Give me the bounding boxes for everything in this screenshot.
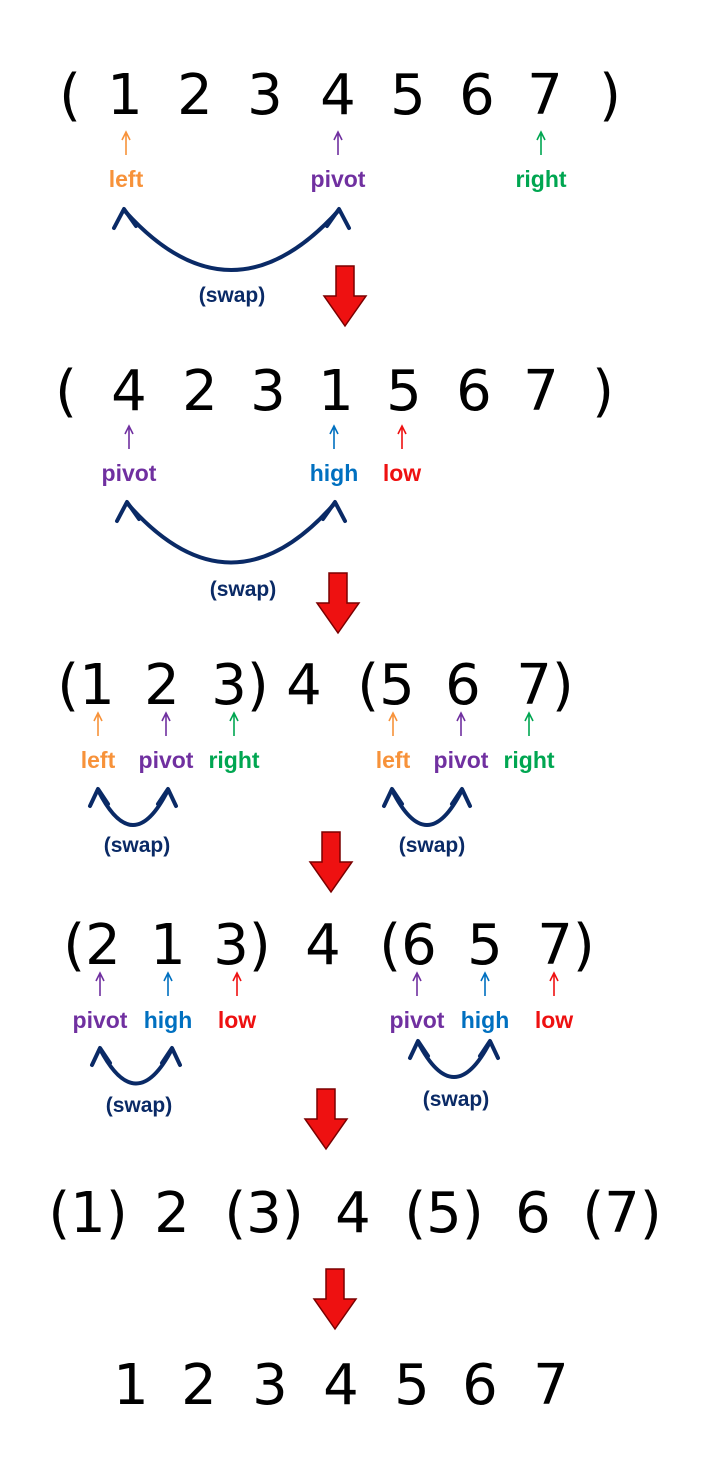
group-number: (5 [357, 653, 415, 718]
number: 5 [394, 1353, 430, 1418]
number: 7 [533, 1353, 569, 1418]
number: 5 [390, 63, 426, 128]
group-number: 7) [537, 913, 595, 978]
left-label: left [108, 166, 144, 192]
swap-curve [115, 500, 347, 565]
right-label: right [515, 166, 567, 192]
swap-label: (swap) [398, 834, 466, 857]
number: 1 [113, 1353, 149, 1418]
high-label: high [460, 1007, 510, 1033]
number: 1 [107, 63, 143, 128]
number: 3 [250, 359, 286, 424]
close-paren: ) [599, 63, 621, 128]
number: 3 [252, 1353, 288, 1418]
number: 7 [523, 359, 559, 424]
swap-label: (swap) [103, 834, 171, 857]
swap-curve [90, 1046, 182, 1086]
partition-number: (3) [224, 1181, 304, 1246]
pivot-label: pivot [138, 747, 194, 773]
swap-label: (swap) [198, 284, 266, 307]
swap-label: (swap) [422, 1088, 490, 1111]
pointer-arrow [121, 130, 131, 155]
number: 1 [318, 359, 354, 424]
group-number: 3) [211, 653, 269, 718]
number: 4 [286, 653, 322, 718]
pointer-arrow [124, 424, 134, 449]
group-number: (1 [57, 653, 115, 718]
open-paren: ( [59, 63, 81, 128]
number: 2 [154, 1181, 190, 1246]
partition-number: (7) [582, 1181, 662, 1246]
pivot-label: pivot [310, 166, 366, 192]
partition-number: (5) [404, 1181, 484, 1246]
right-label: right [503, 747, 555, 773]
high-label: high [309, 460, 359, 486]
number: 2 [182, 359, 218, 424]
pivot-label: pivot [101, 460, 157, 486]
number: 6 [515, 1181, 551, 1246]
close-paren: ) [592, 359, 614, 424]
group-number: 7) [516, 653, 574, 718]
pivot-label: pivot [72, 1007, 128, 1033]
number: 5 [386, 359, 422, 424]
left-label: left [375, 747, 411, 773]
number: 1 [150, 913, 186, 978]
number: 6 [459, 63, 495, 128]
group-number: (6 [379, 913, 437, 978]
low-label: low [534, 1007, 574, 1033]
number: 2 [144, 653, 180, 718]
number: 4 [305, 913, 341, 978]
left-label: left [80, 747, 116, 773]
low-label: low [217, 1007, 257, 1033]
group-number: (2 [63, 913, 121, 978]
pointer-arrow [329, 424, 339, 449]
swap-label: (swap) [105, 1094, 173, 1117]
down-arrow [312, 1268, 358, 1331]
number: 6 [456, 359, 492, 424]
number: 5 [467, 913, 503, 978]
number: 3 [247, 63, 283, 128]
pointer-arrow [397, 424, 407, 449]
swap-curve [112, 207, 351, 272]
group-number: 3) [213, 913, 271, 978]
high-label: high [143, 1007, 193, 1033]
number: 4 [111, 359, 147, 424]
down-arrow [322, 265, 368, 328]
number: 2 [177, 63, 213, 128]
swap-curve [382, 787, 472, 827]
swap-curve [88, 787, 178, 827]
number: 4 [320, 63, 356, 128]
swap-curve [408, 1039, 500, 1079]
number: 4 [323, 1353, 359, 1418]
pointer-arrow [536, 130, 546, 155]
number: 6 [462, 1353, 498, 1418]
number: 2 [181, 1353, 217, 1418]
pivot-label: pivot [389, 1007, 445, 1033]
pivot-label: pivot [433, 747, 489, 773]
partition-number: (1) [48, 1181, 128, 1246]
low-label: low [382, 460, 422, 486]
number: 4 [335, 1181, 371, 1246]
down-arrow [315, 572, 361, 635]
down-arrow [308, 831, 354, 894]
number: 7 [527, 63, 563, 128]
number: 6 [445, 653, 481, 718]
swap-label: (swap) [209, 578, 277, 601]
down-arrow [303, 1088, 349, 1151]
pointer-arrow [333, 130, 343, 155]
right-label: right [208, 747, 260, 773]
open-paren: ( [55, 359, 77, 424]
